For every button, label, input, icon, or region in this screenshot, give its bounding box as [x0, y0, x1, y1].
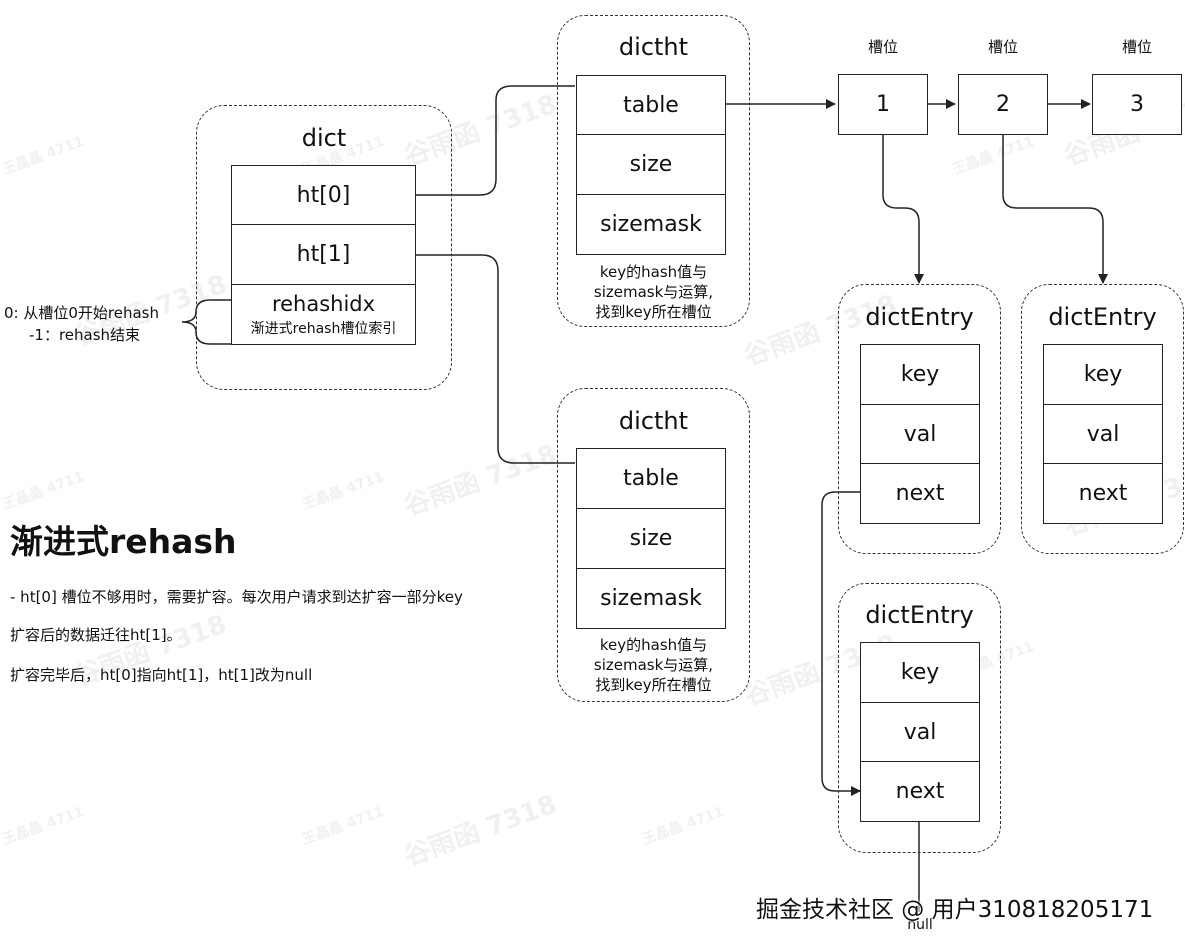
dict-title: dict — [301, 124, 347, 152]
dict-group — [196, 105, 452, 390]
slot-label: 槽位 — [867, 38, 898, 56]
connector-ht1-to-dictht-bottom — [415, 254, 575, 464]
dict-entry-2-next: next — [1043, 463, 1163, 524]
dict-entry-2-group — [1021, 284, 1184, 554]
rehashidx-annotation-line1: 0: 从槽位0开始rehash — [4, 304, 159, 322]
dictht-top-field-size: size — [576, 134, 726, 195]
slot-1: 1 — [838, 74, 928, 135]
dictht-bottom-note: key的hash值与 sizemask与运算, 找到key所在槽位 — [557, 635, 750, 695]
arrow-slot2-to-entry2 — [1002, 135, 1108, 284]
dictht-bottom-field-sizemask: sizemask — [576, 568, 726, 629]
annotation-brace — [181, 299, 231, 345]
dictht-bottom-title: dictht — [618, 407, 689, 435]
explanation-line2: 扩容后的数据迁往ht[1]。 — [10, 626, 182, 644]
dict-entry-3-group — [838, 583, 1001, 853]
dictht-bottom-note-line: key的hash值与 — [599, 636, 708, 654]
dictht-bottom-note-line: sizemask与运算, — [593, 656, 714, 674]
dictht-top-title: dictht — [618, 33, 689, 61]
dictht-top-note-line: sizemask与运算, — [593, 283, 714, 301]
credit-watermark: 掘金技术社区 @ 用户310818205171 — [756, 897, 1154, 923]
dict-entry-1-next: next — [860, 463, 980, 524]
explanation-line1: - ht[0] 槽位不够用时，需要扩容。每次用户请求到达扩容一部分key — [10, 588, 463, 606]
rehashidx-label: rehashidx — [271, 291, 376, 316]
dict-entry-3-next: next — [860, 761, 980, 822]
dictht-top-field-sizemask: sizemask — [576, 194, 726, 255]
connector-ht0-to-dictht-top — [415, 85, 575, 196]
dict-entry-3-key: key — [860, 642, 980, 703]
dict-entry-3-title: dictEntry — [865, 601, 974, 629]
dict-entry-1-group — [838, 284, 1001, 554]
null-label: null — [907, 917, 933, 933]
dictht-bottom-group — [557, 388, 750, 702]
dict-entry-2-title: dictEntry — [1048, 303, 1157, 331]
dict-field-ht1: ht[1] — [231, 224, 416, 285]
dictht-top-note-line: 找到key所在槽位 — [595, 303, 712, 321]
dictht-bottom-note-line: 找到key所在槽位 — [595, 676, 712, 694]
slot-2: 2 — [958, 74, 1048, 135]
dict-entry-2-val: val — [1043, 404, 1163, 465]
dictht-top-note-line: key的hash值与 — [599, 263, 708, 281]
explanation-heading: 渐进式rehash — [10, 522, 237, 561]
slot-label: 槽位 — [1121, 38, 1152, 56]
dict-entry-2-key: key — [1043, 344, 1163, 405]
dictht-bottom-field-table: table — [576, 448, 726, 509]
dict-entry-3-val: val — [860, 702, 980, 763]
arrow-entry1-next-to-entry3 — [821, 491, 861, 796]
dict-field-ht0: ht[0] — [231, 165, 416, 225]
slot-3: 3 — [1092, 74, 1182, 135]
arrow-slot1-to-entry1 — [882, 135, 924, 284]
dictht-bottom-field-size: size — [576, 508, 726, 569]
dictht-top-field-table: table — [576, 75, 726, 135]
dictht-top-note: key的hash值与 sizemask与运算, 找到key所在槽位 — [557, 262, 750, 322]
dict-field-rehashidx: rehashidx 渐进式rehash槽位索引 — [231, 284, 416, 345]
rehashidx-annotation-line2: -1：rehash结束 — [29, 326, 141, 344]
rehashidx-desc: 渐进式rehash槽位索引 — [250, 320, 397, 337]
dict-entry-1-val: val — [860, 404, 980, 465]
dict-entry-1-key: key — [860, 344, 980, 405]
explanation-line3: 扩容完毕后，ht[0]指向ht[1]，ht[1]改为null — [10, 666, 313, 684]
slot-label: 槽位 — [987, 38, 1018, 56]
dict-entry-1-title: dictEntry — [865, 303, 974, 331]
dictht-top-group — [557, 15, 750, 327]
